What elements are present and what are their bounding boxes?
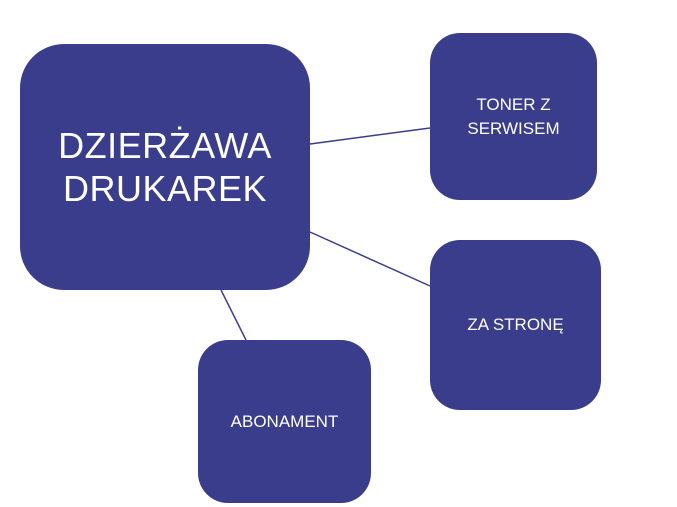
node-abonament: ABONAMENT <box>198 340 371 503</box>
node-toner-z-serwisem: TONER Z SERWISEM <box>430 33 597 200</box>
node-za-strone: ZA STRONĘ <box>430 240 601 410</box>
connector-main-toner <box>309 127 431 145</box>
connector-main-abonament <box>220 289 247 341</box>
main-node-label: DZIERŻAWA DRUKAREK <box>58 124 272 209</box>
node-strone-label: ZA STRONĘ <box>467 315 564 334</box>
node-abonament-label: ABONAMENT <box>230 411 339 431</box>
node-toner-label: TONER Z SERWISEM <box>467 94 560 138</box>
main-node: DZIERŻAWA DRUKAREK <box>20 44 310 290</box>
connector-main-strone <box>309 231 431 287</box>
